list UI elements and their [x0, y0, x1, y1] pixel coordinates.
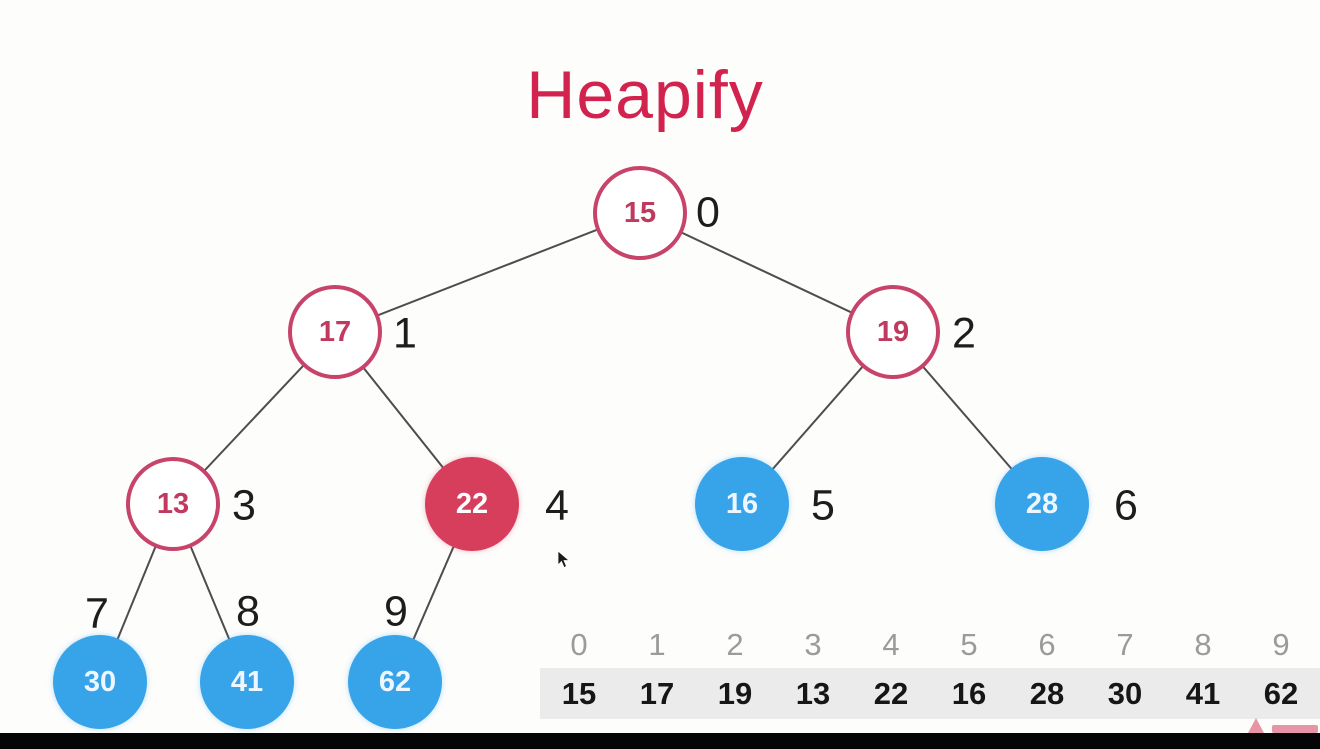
array-index: 5 [960, 627, 978, 662]
node-value: 41 [230, 665, 264, 698]
array-index: 9 [1272, 627, 1290, 662]
node-index-label-9: 9 [384, 587, 408, 636]
array-index: 3 [804, 627, 822, 662]
tree-node-2: 19 [846, 285, 940, 379]
array-value: 22 [873, 676, 909, 711]
array-index: 2 [726, 627, 744, 662]
tree-node-5: 16 [695, 457, 789, 551]
tree-node-9: 62 [348, 635, 442, 729]
node-value: 13 [156, 487, 190, 520]
node-index-label-3: 3 [232, 481, 256, 530]
node-index-label-4: 4 [545, 481, 569, 530]
tree-node-1: 17 [288, 285, 382, 379]
watermark-triangle-icon [1248, 718, 1264, 733]
node-value: 28 [1025, 487, 1059, 520]
tree-node-6: 28 [995, 457, 1089, 551]
node-value: 16 [725, 487, 759, 520]
array-index: 4 [882, 627, 900, 662]
array-value: 17 [639, 676, 675, 711]
array-index: 7 [1116, 627, 1134, 662]
array-index-row: 0 1 2 3 4 5 6 7 8 9 [540, 622, 1320, 667]
node-index-label-2: 2 [952, 309, 976, 358]
node-value: 62 [378, 665, 412, 698]
mouse-cursor-icon [557, 550, 571, 569]
tree-node-8: 41 [200, 635, 294, 729]
tree-node-0: 15 [593, 166, 687, 260]
node-index-label-8: 8 [236, 587, 260, 636]
array-value: 30 [1107, 676, 1143, 711]
node-value: 19 [876, 315, 910, 348]
array-index: 0 [570, 627, 588, 662]
array-value: 28 [1029, 676, 1065, 711]
node-value: 17 [318, 315, 352, 348]
array-value: 16 [951, 676, 987, 711]
node-index-label-1: 1 [393, 309, 417, 358]
node-index-label-5: 5 [811, 481, 835, 530]
tree-node-3: 13 [126, 457, 220, 551]
array-value: 19 [717, 676, 753, 711]
page-title: Heapify [526, 57, 764, 133]
node-value: 15 [623, 196, 657, 229]
array-index: 6 [1038, 627, 1056, 662]
array-value-row: 15 17 19 13 22 16 28 30 41 62 [540, 668, 1320, 719]
watermark-stroke [1272, 725, 1318, 733]
array-value: 62 [1263, 676, 1299, 711]
array-value: 41 [1185, 676, 1221, 711]
node-index-label-6: 6 [1114, 481, 1138, 530]
bottom-letterbox-bar [0, 733, 1320, 749]
array-value: 13 [795, 676, 831, 711]
array-value: 15 [561, 676, 597, 711]
array-index: 8 [1194, 627, 1212, 662]
node-value: 22 [455, 487, 489, 520]
node-index-label-7: 7 [85, 589, 109, 638]
node-value: 30 [83, 665, 117, 698]
tree-node-7: 30 [53, 635, 147, 729]
array-index: 1 [648, 627, 666, 662]
node-index-label-0: 0 [696, 188, 720, 237]
tree-node-4: 22 [425, 457, 519, 551]
heap-array: 0 1 2 3 4 5 6 7 8 9 15 17 19 13 22 16 28… [540, 622, 1320, 719]
